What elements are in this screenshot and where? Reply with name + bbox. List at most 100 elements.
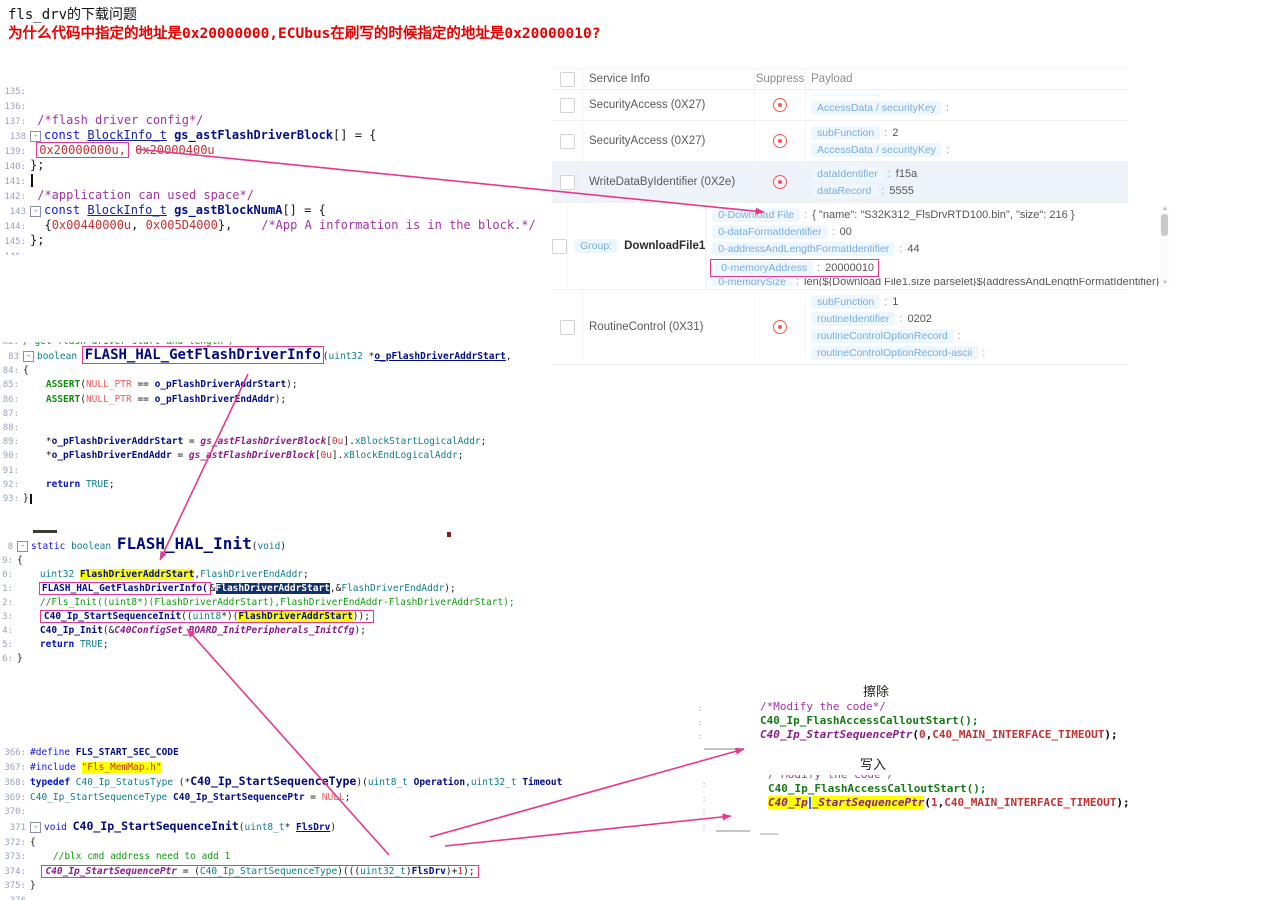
code-segment: = (171, 450, 189, 462)
line-number: 376 (2, 895, 26, 900)
code-segment: ; (303, 569, 309, 580)
code-segment: gs_astFlashDriverBlock (200, 436, 327, 448)
payload-scrollbar[interactable]: ▲▼ (1160, 205, 1170, 287)
code-segment: o_pFlashDriverAddrStart (154, 379, 287, 391)
code-segment: C40ConfigSet_BOARD_InitPeripherals_InitC… (114, 625, 355, 636)
suppress-indicator-icon[interactable] (773, 98, 787, 112)
fold-collapse-icon[interactable]: - (17, 541, 28, 552)
code-segment: 0x20000400u (135, 143, 215, 157)
payload-value: f15a (895, 167, 918, 180)
code-segment: NULL (321, 791, 345, 803)
code-segment: ); (354, 625, 366, 636)
code-segment (17, 597, 40, 608)
line-number: 367: (4, 762, 26, 773)
code-line: 135: (2, 84, 542, 99)
line-number: 141: (4, 177, 26, 187)
code-line: 138-const BlockInfo_t gs_astFlashDriverB… (2, 129, 542, 144)
payload-separator: : (887, 167, 891, 180)
code-line: C40_Ip_FlashAccessCalloutStart(); (768, 782, 1130, 796)
code-segment (30, 866, 41, 877)
code-segment: { (30, 218, 52, 232)
code-segment: } (17, 653, 23, 664)
line-number: 369: (4, 792, 26, 803)
suppress-indicator-icon[interactable] (773, 320, 787, 334)
code-line: 145:}; (2, 234, 542, 249)
code-line: C40_Ip_StartSequencePtr(0,C40_MAIN_INTER… (760, 728, 1118, 742)
row-checkbox-cell (552, 290, 583, 364)
code-line: 88: (2, 421, 622, 435)
line-number: 373: (4, 852, 26, 863)
row-checkbox[interactable] (552, 238, 567, 254)
suppress-indicator-icon[interactable] (773, 134, 787, 148)
code-line: 366:#define FLS_START_SEC_CODE (2, 746, 642, 761)
line-number: 143 (9, 207, 26, 217)
payload-separator: : (946, 102, 950, 114)
code-segment: *)( (221, 611, 239, 622)
code-segment (17, 569, 40, 580)
select-all-checkbox[interactable] (559, 71, 575, 87)
erase-label: 擦除 (863, 685, 890, 700)
suppress-indicator-icon[interactable] (773, 175, 787, 189)
line-number: 83 (8, 352, 19, 362)
code-segment (30, 851, 53, 862)
code-segment: FlashDriverAddrStart (215, 583, 330, 594)
row-checkbox[interactable] (559, 97, 575, 113)
code-segment: FlashDriverAddrStart (79, 569, 195, 580)
code-line: 373: //blx cmd address need to add 1 (2, 850, 642, 865)
code-segment: /*application can used space*/ (37, 188, 254, 202)
payload-line: 0-Download File:{ "name": "S32K312_FlsDr… (712, 207, 1168, 222)
payload-value: 20000010 (825, 261, 875, 274)
fold-collapse-icon[interactable]: - (30, 206, 41, 217)
payload-line: subFunction (811, 93, 1126, 100)
code-segment: )+ (445, 865, 458, 877)
header-payload: Payload (811, 73, 853, 85)
line-number: 1: (2, 584, 13, 594)
code-segment: NULL_PTR (85, 379, 132, 391)
code-line: 1: FLASH_HAL_GetFlashDriverInfo(&FlashDr… (2, 582, 635, 596)
code-segment: /*App A information is in the block.*/ (261, 218, 536, 232)
line-number: 3: (2, 612, 13, 622)
fold-collapse-icon[interactable]: - (23, 351, 34, 362)
code-segment: uint8_t (367, 777, 408, 789)
row-checkbox[interactable] (559, 319, 575, 335)
scroll-up-arrow-icon[interactable]: ▲ (1161, 206, 1168, 212)
code-segment: "Fls_MemMap.h" (81, 761, 162, 773)
code-segment: [ (314, 450, 321, 462)
code-segment: 0x005D4000 (145, 218, 218, 232)
code-segment: 0x20000000u, (36, 142, 129, 158)
row-checkbox[interactable] (559, 133, 575, 149)
table-row[interactable]: WriteDataByIdentifier (0X2e)dataIdentifi… (552, 162, 1128, 203)
line-number: 90: (2, 451, 19, 462)
code-segment (17, 611, 40, 622)
table-row[interactable]: SecurityAccess (0X27)subFunctionAccessDa… (552, 90, 1128, 121)
code-segment: o_pFlashDriverEndAddr (154, 393, 275, 405)
row-checkbox[interactable] (559, 174, 575, 190)
code-segment: ) (405, 865, 412, 877)
code-segment: [] = { (333, 128, 377, 142)
line-number: 136: (4, 102, 26, 112)
payload-key-tag: 0-dataFormatIdentifier (712, 224, 828, 239)
scroll-thumb[interactable] (1161, 214, 1169, 236)
code-segment: C40_Ip_StartSequenceType (190, 774, 357, 789)
fold-collapse-icon[interactable]: - (30, 131, 41, 142)
code-line: /*Modify the code*/ (768, 775, 1130, 782)
code-segment: ); (286, 379, 298, 391)
scroll-down-arrow-icon[interactable]: ▼ (1161, 280, 1168, 286)
code-segment (17, 625, 40, 636)
code-segment: * (23, 436, 52, 448)
line-number: 6: (2, 654, 13, 664)
code-line: 85: ASSERT(NULL_PTR == o_pFlashDriverAdd… (2, 378, 622, 392)
payload-line: subFunction:2 (811, 125, 1126, 140)
line-number: 139: (4, 147, 26, 157)
question-subtitle: 为什么代码中指定的地址是0x20000000,ECUbus在刷写的时候指定的地址… (8, 26, 601, 42)
line-number: 138 (9, 132, 26, 142)
code-segment: uint8_t (244, 821, 285, 833)
fold-collapse-icon[interactable]: - (30, 821, 41, 833)
code-line: 370: (2, 805, 642, 820)
code-line: 137: /*flash driver config*/ (2, 114, 542, 129)
code-segment: ( (322, 351, 329, 362)
